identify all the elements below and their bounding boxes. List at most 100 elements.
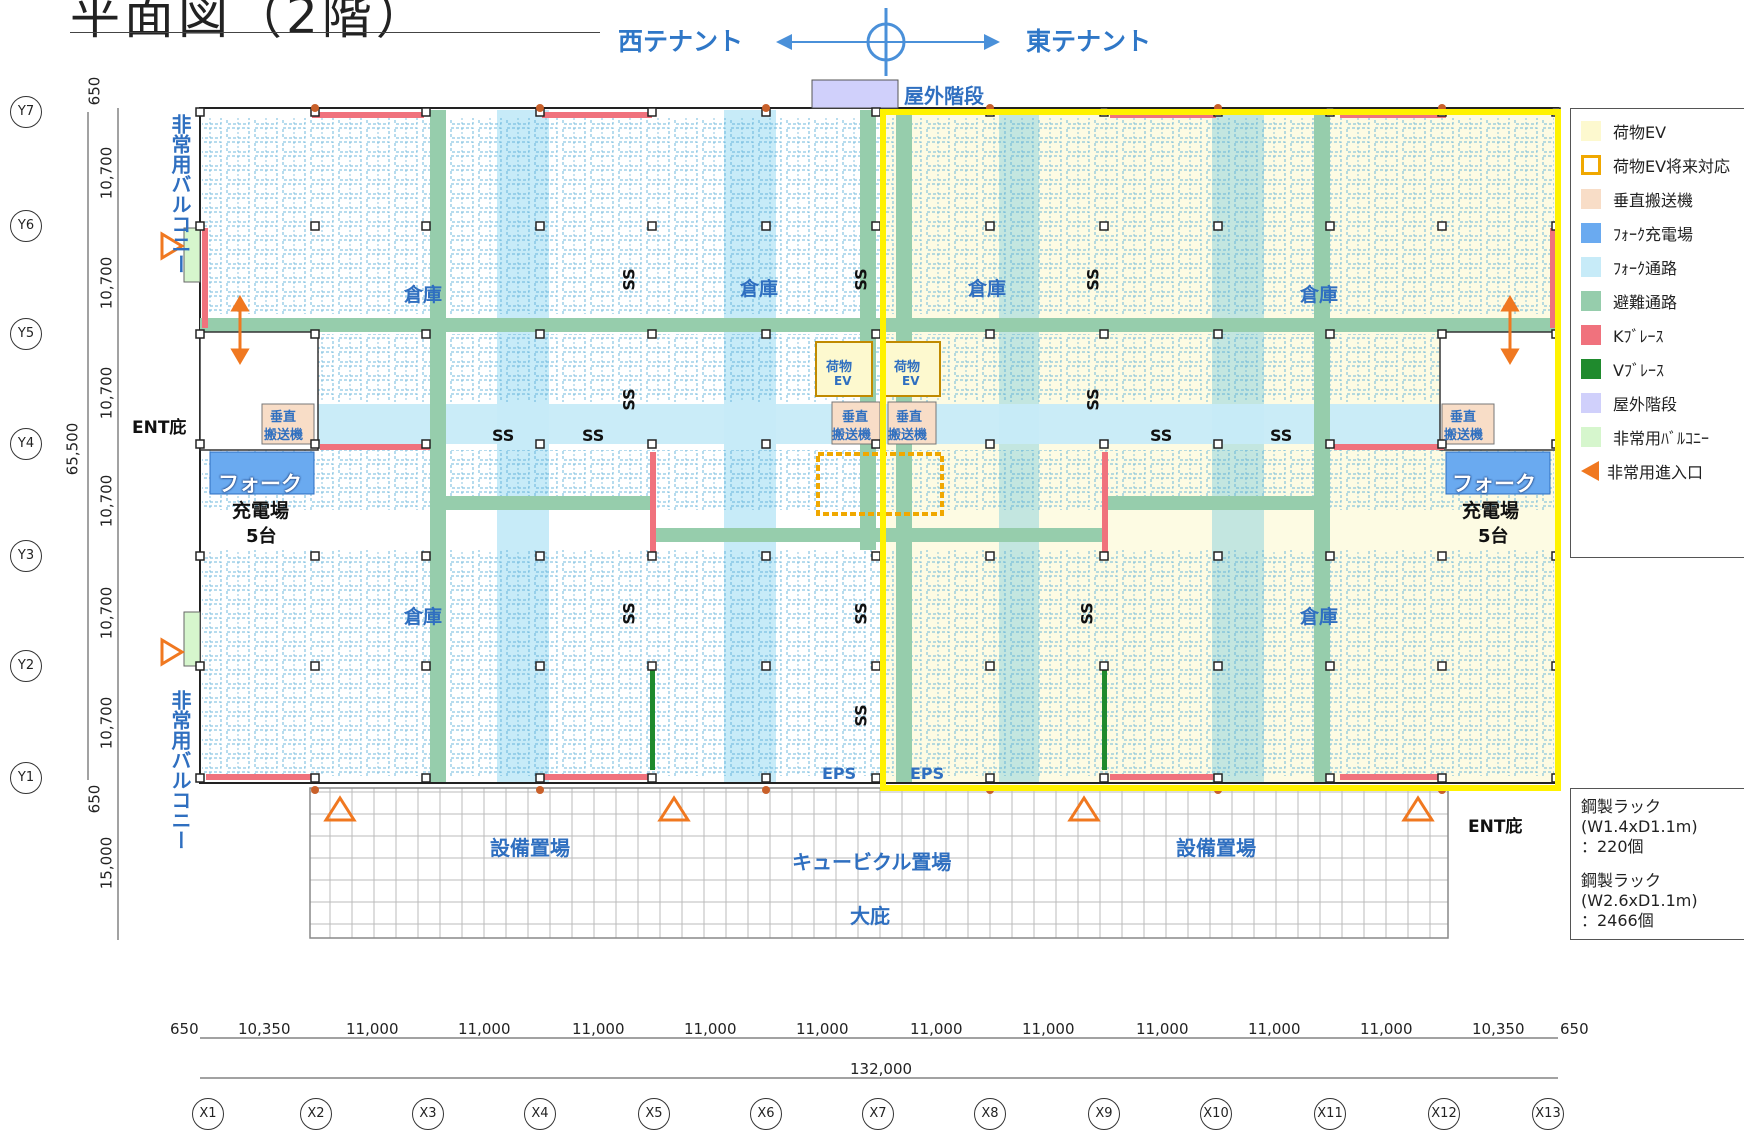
column	[761, 221, 771, 231]
column	[1099, 221, 1109, 231]
fork-label-west: フォーク	[218, 472, 302, 496]
grid-bubble-x13: X13	[1532, 1098, 1564, 1130]
ent-yard-west-label: ENT庇	[132, 418, 187, 438]
legend-swatch	[1581, 155, 1601, 175]
grid-bubble-x11: X11	[1314, 1098, 1346, 1130]
column-marker	[536, 786, 544, 794]
column	[535, 661, 545, 671]
column	[1437, 661, 1447, 671]
y-dimension: 10,700	[97, 696, 116, 750]
grid-bubble-y7: Y7	[10, 96, 42, 128]
x-dimension: 11,000	[346, 1020, 399, 1038]
column	[310, 439, 320, 449]
grid-bubble-x9: X9	[1088, 1098, 1120, 1130]
legend-swatch	[1581, 359, 1601, 379]
east-conveyor-label-b: 搬送機	[1444, 428, 1484, 443]
y-dimension: 10,700	[97, 366, 116, 420]
ss-label: SS	[619, 388, 639, 411]
grid-bubble-x3: X3	[412, 1098, 444, 1130]
column	[195, 107, 205, 117]
west-tenant-label: 西テナント	[618, 27, 744, 56]
column	[871, 439, 881, 449]
column	[647, 439, 657, 449]
escape-route	[430, 110, 446, 782]
column	[647, 773, 657, 783]
escape-route	[1104, 496, 1316, 510]
column	[1325, 551, 1335, 561]
column	[871, 107, 881, 117]
column	[761, 551, 771, 561]
column	[195, 551, 205, 561]
column	[647, 221, 657, 231]
legend-item: 垂直搬送機	[1581, 187, 1693, 211]
east-conveyor	[1441, 403, 1495, 445]
escape-route	[652, 528, 1104, 542]
rack-field	[202, 334, 1554, 402]
charge-place-label-west: 充電場	[232, 500, 290, 522]
legend-item: Vﾌﾞﾚｰｽ	[1581, 357, 1664, 381]
legend-label: ﾌｫｰｸ通路	[1613, 259, 1678, 278]
legend-label: 垂直搬送機	[1613, 191, 1694, 210]
column	[535, 551, 545, 561]
grid-bubble-x2: X2	[300, 1098, 332, 1130]
rack-1-count: ：220個	[1581, 837, 1644, 856]
legend-swatch	[1581, 427, 1601, 447]
ss-label: SS	[619, 602, 639, 625]
ss-label: SS	[1083, 388, 1103, 411]
west-conveyor-label-a: 垂直	[270, 410, 297, 425]
x-dimension: 11,000	[1248, 1020, 1301, 1038]
legend-swatch	[1581, 189, 1601, 209]
grid-bubble-y3: Y3	[10, 540, 42, 572]
y-dimension: 10,700	[97, 586, 116, 640]
column	[985, 551, 995, 561]
eps-label-1: EPS	[822, 764, 857, 783]
ss-label: SS	[619, 268, 639, 291]
grid-bubble-y5: Y5	[10, 318, 42, 350]
legend-swatch	[1581, 461, 1599, 481]
column	[1325, 221, 1335, 231]
ss-label: SS	[1270, 426, 1293, 445]
escape-route	[446, 496, 652, 510]
column	[985, 439, 995, 449]
legend-item: 非常用進入口	[1581, 459, 1703, 483]
warehouse-label: 倉庫	[1300, 284, 1339, 306]
column	[1213, 773, 1223, 783]
column	[310, 773, 320, 783]
column	[195, 439, 205, 449]
ss-label: SS	[851, 268, 871, 291]
conveyor-2-label-b: 搬送機	[888, 428, 928, 443]
east-tenant-outline	[880, 109, 1561, 791]
legend-label: Kﾌﾞﾚｰｽ	[1613, 327, 1664, 346]
conveyor-1-label-a: 垂直	[842, 410, 869, 425]
column	[1213, 551, 1223, 561]
grid-bubble-x5: X5	[638, 1098, 670, 1130]
column	[421, 661, 431, 671]
rack-2-name: 鋼製ラック	[1581, 871, 1662, 890]
escape-route	[896, 110, 912, 782]
column	[195, 661, 205, 671]
cargo-ev-1-label: 荷物	[826, 360, 853, 375]
west-core	[199, 331, 319, 451]
column	[1437, 773, 1447, 783]
column	[647, 661, 657, 671]
column	[1099, 329, 1109, 339]
rack-1-size: (W1.4xD1.1m)	[1581, 817, 1698, 836]
legend-item: 避難通路	[1581, 289, 1677, 313]
charge-count-label-west: 5台	[246, 526, 277, 547]
legend-swatch	[1581, 291, 1601, 311]
balcony-label-bottom: 非常用バルコニー	[168, 690, 192, 850]
rack-2-size: (W2.6xD1.1m)	[1581, 891, 1698, 910]
equipment-area-west: 設備置場	[490, 836, 570, 860]
column	[195, 773, 205, 783]
column	[421, 329, 431, 339]
warehouse-label: 倉庫	[404, 284, 443, 306]
grid-bubble-y4: Y4	[10, 428, 42, 460]
title-underline	[70, 32, 600, 33]
legend-label: 非常用進入口	[1607, 463, 1704, 482]
rack-2-count: ：2466個	[1581, 911, 1654, 930]
large-eaves-label: 大庇	[850, 904, 890, 928]
balcony-label-top: 非常用バルコニー	[168, 114, 192, 274]
y-dimension: 10,700	[97, 474, 116, 528]
x-total-dimension: 132,000	[850, 1060, 913, 1078]
y-dimension: 15,000	[97, 836, 116, 890]
